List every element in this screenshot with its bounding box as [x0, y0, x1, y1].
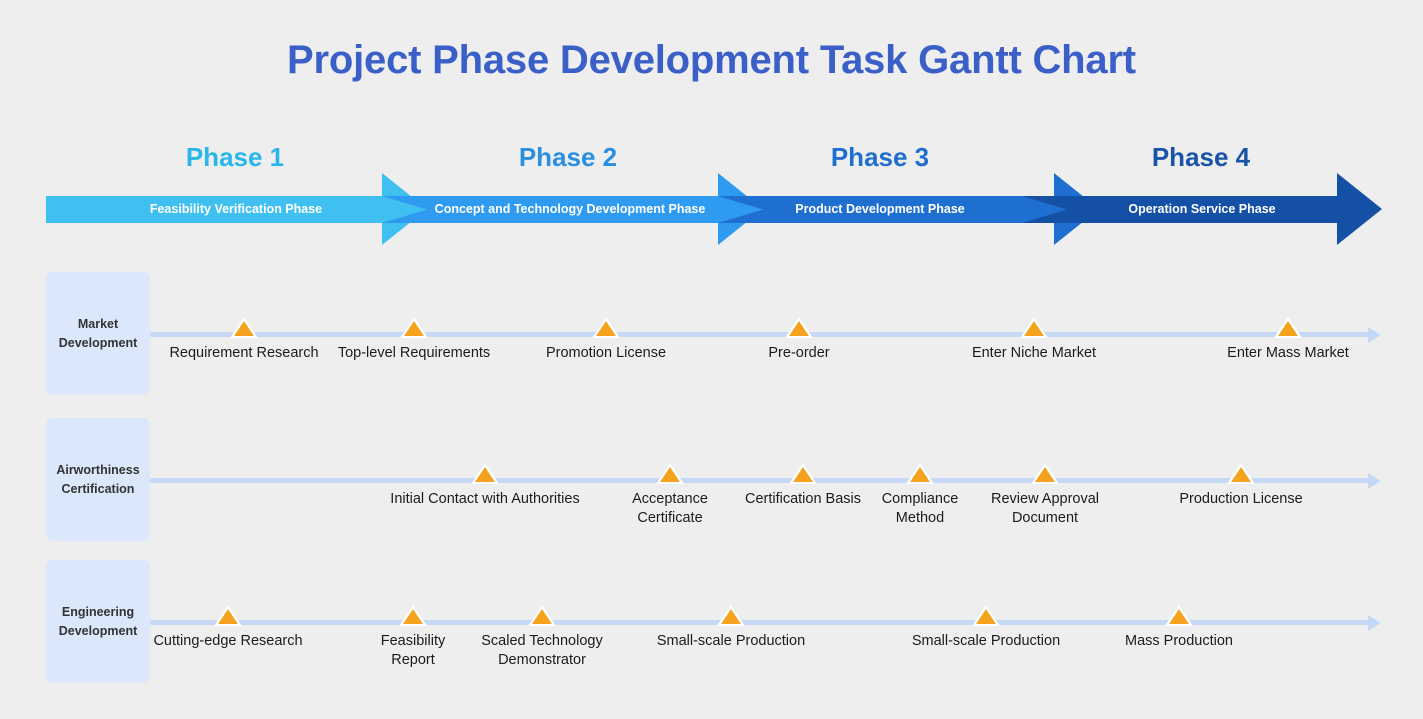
timeline-track [150, 332, 1372, 337]
marker-fill [475, 467, 495, 482]
task-label: Enter Mass Market [1227, 345, 1349, 361]
phase-arrow-4[interactable] [1022, 173, 1382, 245]
marker-fill [793, 467, 813, 482]
milestone-marker-icon[interactable] [906, 463, 934, 484]
task-label: Cutting-edge Research [153, 633, 303, 649]
milestone-marker-icon[interactable] [972, 605, 1000, 626]
marker-fill [404, 321, 424, 336]
row-label: Airworthiness Certification [46, 418, 150, 541]
marker-fill [1169, 609, 1189, 624]
task-label: Initial Contact with Authorities [390, 491, 580, 507]
task-label: Feasibility Report [380, 633, 446, 669]
marker-fill [910, 467, 930, 482]
timeline-arrow-icon [1368, 615, 1381, 631]
timeline-arrow-icon [1368, 473, 1381, 489]
timeline-arrow-icon [1368, 327, 1381, 343]
milestone-marker-icon[interactable] [656, 463, 684, 484]
row-label: Engineering Development [46, 560, 150, 683]
task-label: Small-scale Production [911, 633, 1061, 649]
marker-fill [721, 609, 741, 624]
task-label: Small-scale Production [656, 633, 806, 649]
milestone-marker-icon[interactable] [717, 605, 745, 626]
phase-arrow-3[interactable] [718, 173, 1099, 245]
row-label: Market Development [46, 272, 150, 395]
phase-arrow-shapes [46, 173, 1382, 245]
milestone-marker-icon[interactable] [399, 605, 427, 626]
page-title: Project Phase Development Task Gantt Cha… [287, 38, 1136, 82]
marker-fill [1035, 467, 1055, 482]
marker-fill [976, 609, 996, 624]
task-label: Review Approval Document [991, 491, 1099, 527]
task-label: Production License [1179, 491, 1303, 507]
task-label: Top-level Requirements [337, 345, 491, 361]
milestone-marker-icon[interactable] [230, 317, 258, 338]
task-label: Certification Basis [744, 491, 862, 507]
timeline-track [150, 478, 1372, 483]
marker-fill [596, 321, 616, 336]
milestone-marker-icon[interactable] [785, 317, 813, 338]
marker-fill [234, 321, 254, 336]
task-label: Acceptance Certificate [632, 491, 708, 527]
task-label: Pre-order [768, 345, 830, 361]
task-label: Compliance Method [881, 491, 959, 527]
phase-caption-2: Phase 2 [518, 142, 618, 172]
milestone-marker-icon[interactable] [471, 463, 499, 484]
marker-fill [1231, 467, 1251, 482]
phase-caption-4: Phase 4 [1151, 142, 1251, 172]
milestone-marker-icon[interactable] [1020, 317, 1048, 338]
marker-fill [660, 467, 680, 482]
milestone-marker-icon[interactable] [214, 605, 242, 626]
marker-fill [532, 609, 552, 624]
phase-caption-3: Phase 3 [830, 142, 930, 172]
milestone-marker-icon[interactable] [592, 317, 620, 338]
marker-fill [403, 609, 423, 624]
milestone-marker-icon[interactable] [1227, 463, 1255, 484]
task-label: Enter Niche Market [971, 345, 1097, 361]
milestone-marker-icon[interactable] [400, 317, 428, 338]
milestone-marker-icon[interactable] [528, 605, 556, 626]
milestone-marker-icon[interactable] [789, 463, 817, 484]
task-label: Requirement Research [169, 345, 319, 361]
task-label: Promotion License [545, 345, 667, 361]
milestone-marker-icon[interactable] [1274, 317, 1302, 338]
milestone-marker-icon[interactable] [1031, 463, 1059, 484]
marker-fill [1278, 321, 1298, 336]
marker-fill [218, 609, 238, 624]
marker-fill [1024, 321, 1044, 336]
timeline-track [150, 620, 1372, 625]
milestone-marker-icon[interactable] [1165, 605, 1193, 626]
phase-arrow-1[interactable] [46, 173, 427, 245]
phase-caption-1: Phase 1 [185, 142, 285, 172]
task-label: Mass Production [1125, 633, 1233, 649]
phase-arrow-2[interactable] [382, 173, 763, 245]
task-label: Scaled Technology Demonstrator [481, 633, 603, 669]
marker-fill [789, 321, 809, 336]
